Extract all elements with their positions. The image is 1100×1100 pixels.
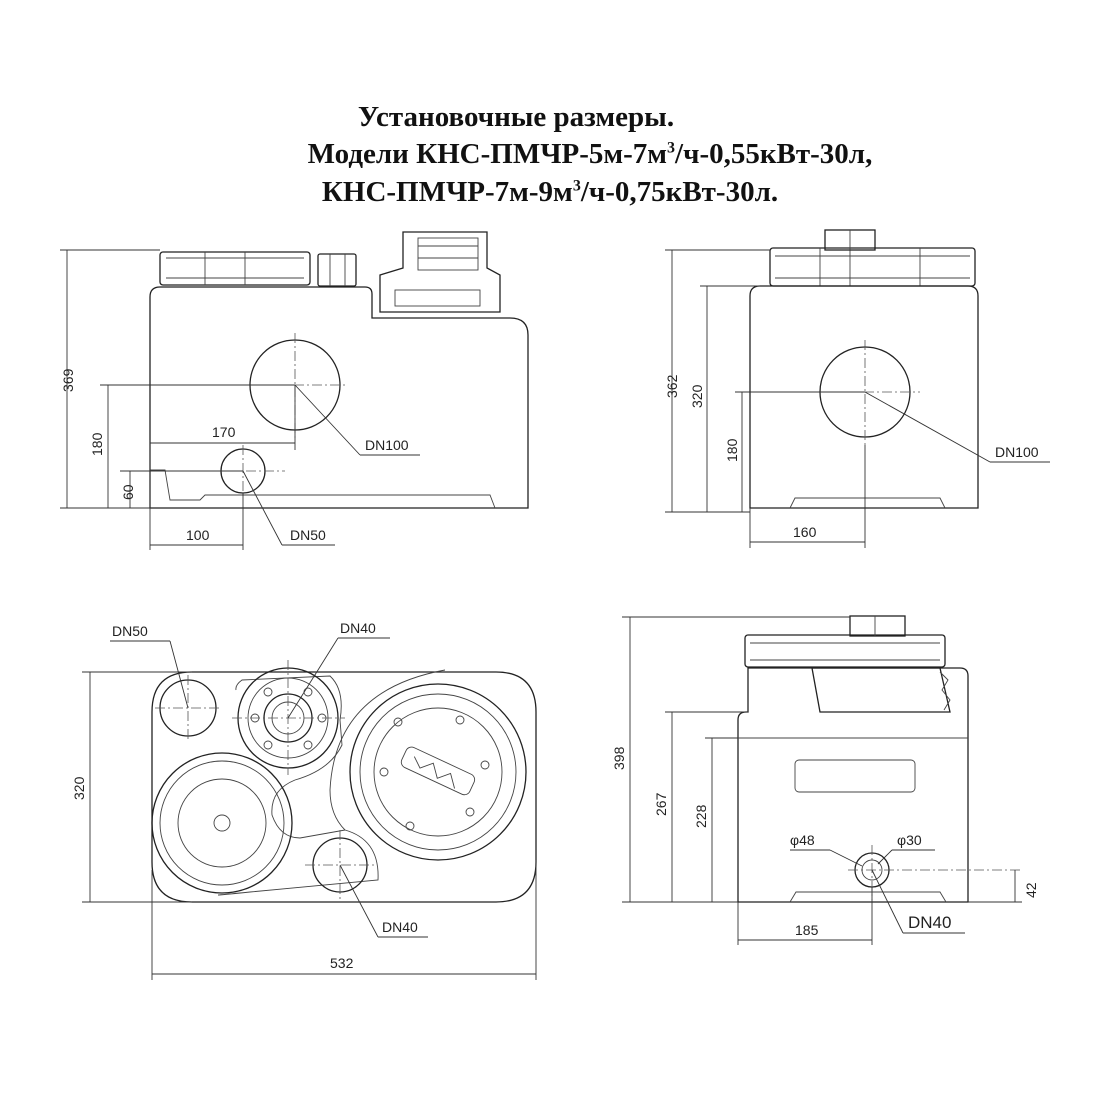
rear-height-267: 267	[653, 792, 669, 816]
top-large-cap	[151, 752, 293, 894]
title-line-1: Установочные размеры.	[357, 101, 675, 133]
front-lid	[159, 251, 357, 287]
top-depth-320: 320	[71, 776, 87, 800]
side-view: 362 320 180 160 DN100	[664, 229, 1050, 548]
front-height-369: 369	[60, 368, 76, 392]
front-height-60: 60	[120, 484, 136, 500]
front-offset-170: 170	[212, 424, 236, 440]
front-dn50-label: DN50	[290, 527, 326, 543]
side-height-180: 180	[724, 438, 740, 462]
front-motor-housing	[379, 231, 501, 313]
top-view: 320 532 DN50 DN40 DN40	[71, 620, 537, 980]
rear-height-228: 228	[693, 804, 709, 828]
top-dn50-label: DN50	[112, 623, 148, 639]
top-dn40-label: DN40	[340, 620, 376, 636]
side-tank-body	[749, 285, 979, 509]
front-tank-body	[149, 286, 529, 509]
top-width-532: 532	[330, 955, 354, 971]
top-motor-cover	[349, 683, 527, 861]
rear-view: 398 267 228 42 185 φ48 φ30 DN40	[611, 615, 1039, 945]
front-height-180: 180	[89, 432, 105, 456]
rear-motor-housing	[811, 667, 951, 713]
rear-height-398: 398	[611, 746, 627, 770]
rear-offset-185: 185	[795, 922, 819, 938]
rear-phi48: φ48	[790, 832, 815, 848]
front-view: 369 180 60 170 100 DN100 DN50	[60, 231, 529, 550]
side-lid	[769, 229, 976, 287]
rear-dn40-label: DN40	[908, 913, 951, 932]
rear-phi30: φ30	[897, 832, 922, 848]
top-tank-outline	[151, 671, 537, 903]
front-offset-100: 100	[186, 527, 210, 543]
top-dn40-bottom-label: DN40	[382, 919, 418, 935]
side-height-362: 362	[664, 374, 680, 398]
rear-tank-body	[737, 667, 969, 903]
rear-label-plate	[794, 759, 916, 793]
side-height-320: 320	[689, 384, 705, 408]
side-offset-160: 160	[793, 524, 817, 540]
side-dn100-label: DN100	[995, 444, 1039, 460]
title-line-3: КНС-ПМЧР-7м-9м3/ч-0,75кВт-30л.	[321, 176, 779, 208]
title-line-2: Модели КНС-ПМЧР-5м-7м3/ч-0,55кВт-30л,	[307, 138, 873, 170]
rear-height-42: 42	[1023, 882, 1039, 898]
rear-lid	[744, 615, 946, 668]
front-dn100-label: DN100	[365, 437, 409, 453]
